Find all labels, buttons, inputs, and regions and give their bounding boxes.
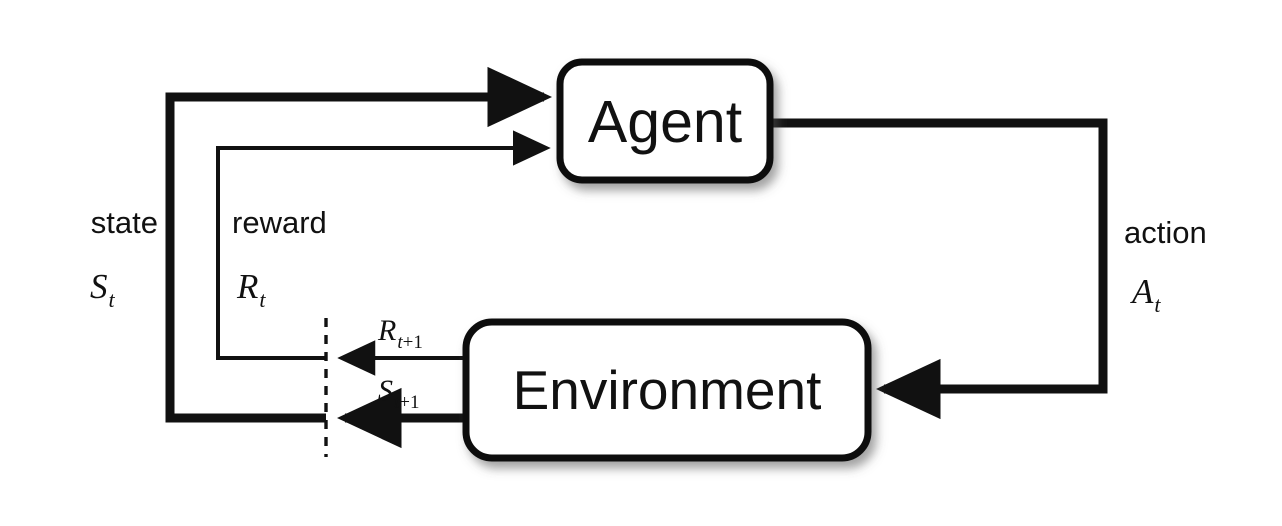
edge-state-to-agent — [165, 66, 553, 423]
label-state: state St — [90, 205, 158, 312]
state-symbol-label: St — [90, 267, 116, 312]
node-agent[interactable]: Agent — [556, 58, 774, 184]
state-word-label: state — [91, 205, 158, 240]
node-environment[interactable]: Environment — [462, 318, 872, 462]
next-reward-symbol-label: Rt+1 — [377, 314, 423, 353]
environment-box[interactable] — [462, 318, 872, 462]
environment-label: Environment — [513, 359, 822, 421]
label-next-state: St+1 — [378, 374, 420, 413]
agent-label: Agent — [588, 89, 742, 155]
reward-word-label: reward — [232, 205, 327, 240]
label-next-reward: Rt+1 — [377, 314, 423, 353]
action-word-label: action — [1124, 215, 1207, 250]
action-arrow-line — [770, 118, 1108, 420]
next-state-symbol-label: St+1 — [378, 374, 420, 413]
agent-box[interactable] — [556, 58, 774, 184]
reward-symbol-label: Rt — [236, 267, 266, 312]
action-symbol-label: At — [1130, 272, 1161, 317]
state-arrow-line — [165, 66, 553, 423]
edge-reward-to-agent — [216, 130, 551, 360]
reward-arrow-line — [216, 130, 551, 360]
label-reward: reward Rt — [232, 205, 327, 312]
label-action: action At — [1124, 215, 1207, 317]
edge-action-to-environment — [770, 118, 1108, 420]
